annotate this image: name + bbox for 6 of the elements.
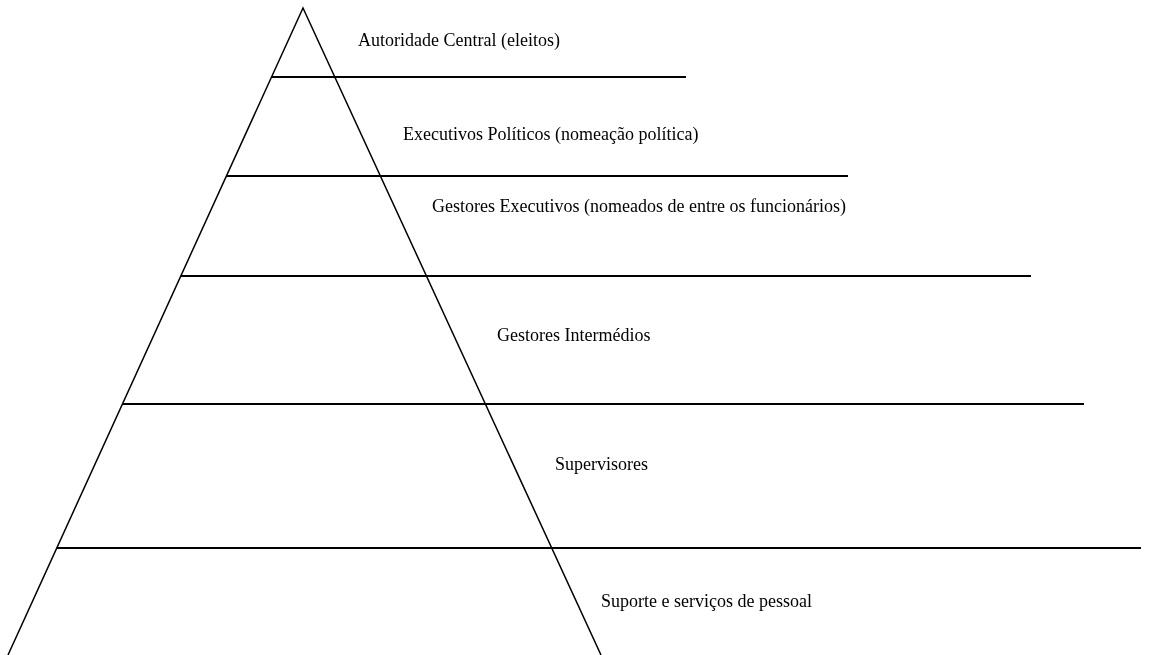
pyramid-level-label: Supervisores: [555, 454, 648, 476]
pyramid-level-label: Suporte e serviços de pessoal: [601, 591, 812, 613]
pyramid-level-label: Autoridade Central (eleitos): [358, 30, 560, 52]
pyramid-level-label: Gestores Intermédios: [497, 325, 651, 347]
pyramid-level-label: Gestores Executivos (nomeados de entre os funcionários): [432, 196, 846, 218]
pyramid-level-label: Executivos Políticos (nomeação política): [403, 124, 699, 146]
